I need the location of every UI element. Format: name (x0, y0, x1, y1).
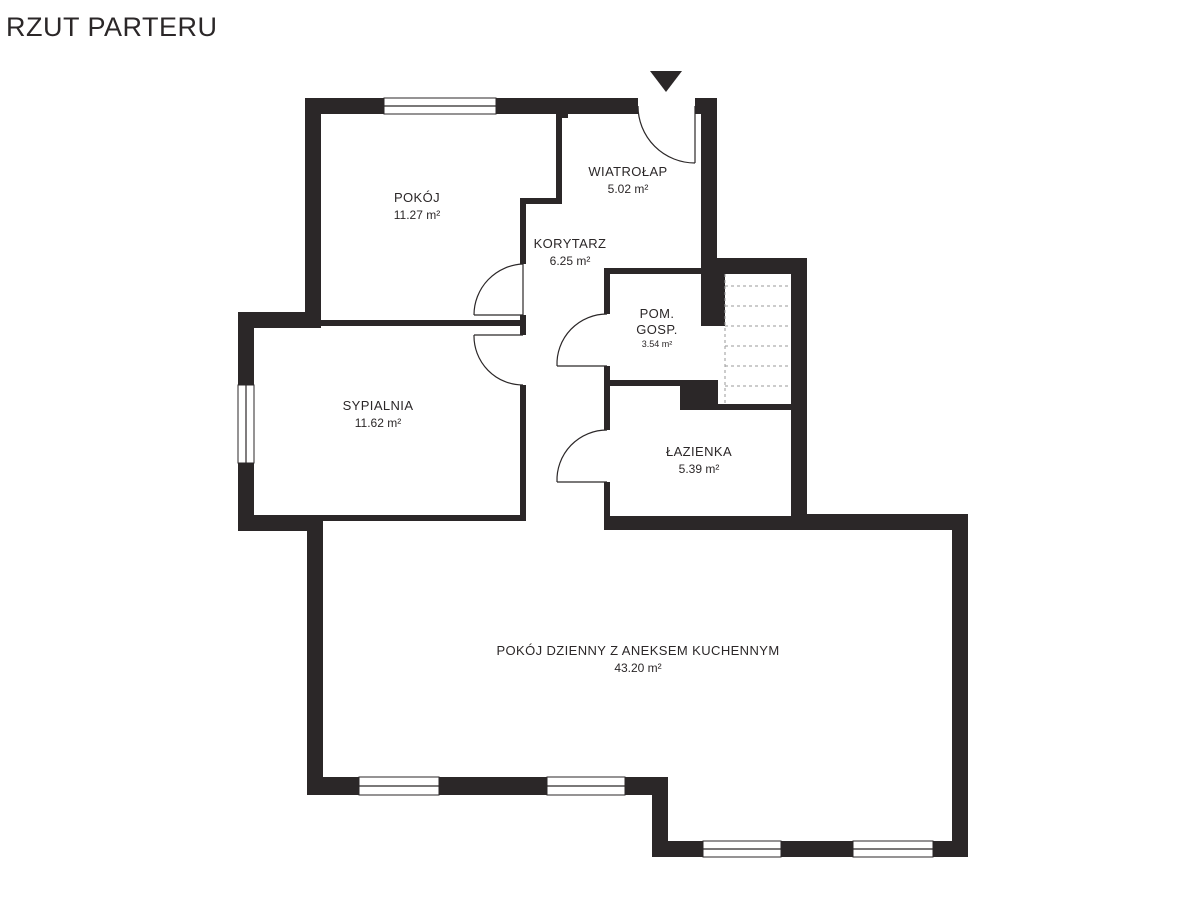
room-area: 5.39 m² (679, 462, 720, 476)
staircase (724, 274, 791, 404)
room-name: WIATROŁAP (588, 164, 667, 179)
room-area: 5.02 m² (608, 182, 649, 196)
room-name: POKÓJ (394, 190, 440, 205)
plan-title: RZUT PARTERU (6, 12, 218, 42)
room-area: 11.62 m² (355, 416, 401, 430)
room-label-korytarz: KORYTARZ 6.25 m² (534, 236, 607, 268)
room-name: POKÓJ DZIENNY Z ANEKSEM KUCHENNYM (496, 643, 779, 658)
room-label-pokoj-dzienny: POKÓJ DZIENNY Z ANEKSEM KUCHENNYM 43.20 … (496, 643, 779, 675)
room-name: SYPIALNIA (343, 398, 414, 413)
room-label-lazienka: ŁAZIENKA 5.39 m² (666, 444, 732, 476)
room-label-pom-gosp: POM. GOSP. 3.54 m² (636, 306, 678, 349)
room-name-line2: GOSP. (636, 322, 678, 337)
room-label-pokoj: POKÓJ 11.27 m² (394, 190, 440, 222)
room-area: 11.27 m² (394, 208, 440, 222)
room-name: KORYTARZ (534, 236, 607, 251)
room-area: 6.25 m² (550, 254, 591, 268)
doors (473, 105, 696, 483)
room-area: 3.54 m² (642, 339, 673, 349)
room-label-wiatrolap: WIATROŁAP 5.02 m² (588, 164, 667, 196)
walls (238, 98, 968, 857)
room-label-sypialnia: SYPIALNIA 11.62 m² (343, 398, 414, 430)
windows (237, 97, 934, 858)
room-area: 43.20 m² (614, 661, 661, 675)
room-name-line1: POM. (640, 306, 675, 321)
entrance-arrow-icon (650, 71, 682, 92)
room-name: ŁAZIENKA (666, 444, 732, 459)
